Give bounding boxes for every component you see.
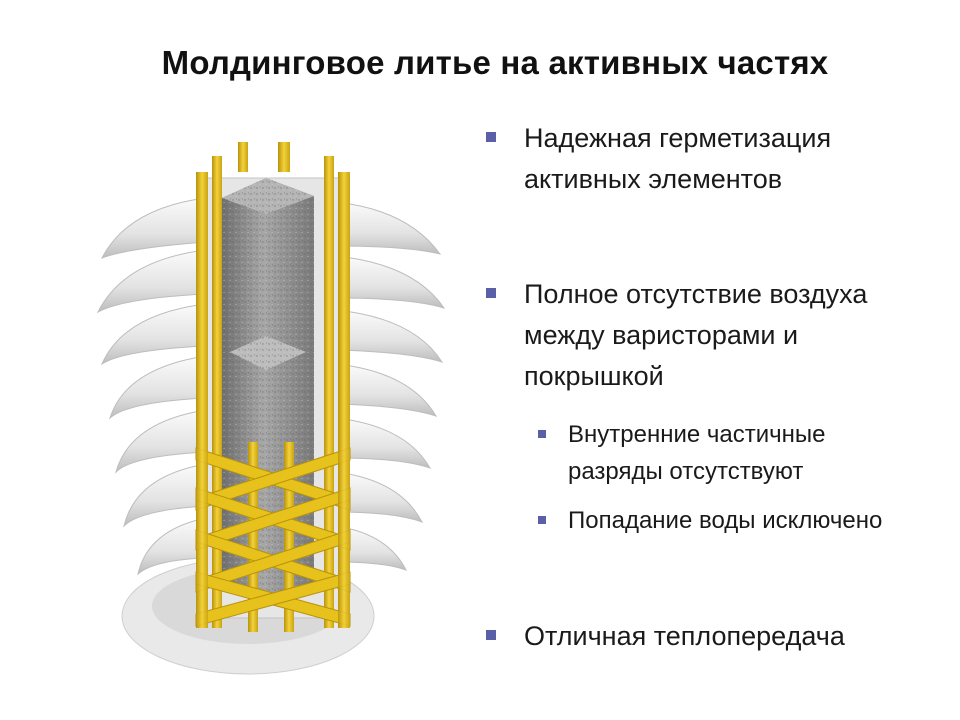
- sub-bullet-text: Внутренние частичные разряды отсутствуют: [568, 421, 826, 485]
- bullet-text: Отличная теплопередача: [524, 621, 845, 651]
- bullet-item-heat-transfer: Отличная теплопередача: [486, 616, 845, 657]
- arrester-cutaway-image: [96, 142, 446, 675]
- sub-bullet-text: Попадание воды исключено: [568, 507, 883, 534]
- bullet-square-icon: [486, 288, 496, 298]
- bullet-text: Полное отсутствие воздуха между варистор…: [524, 279, 868, 391]
- arrester-illustration: [88, 138, 460, 698]
- bullet-square-icon: [486, 630, 496, 640]
- sub-bullet-item-discharges: Внутренние частичные разряды отсутствуют: [538, 416, 825, 490]
- sub-bullet-square-icon: [538, 430, 546, 438]
- slide-title: Молдинговое литье на активных частях: [161, 44, 829, 81]
- sub-bullet-square-icon: [538, 516, 546, 524]
- housing-sheds-left: [96, 197, 207, 576]
- bullet-item-no-air: Полное отсутствие воздуха между варистор…: [486, 274, 867, 397]
- bullet-item-sealing: Надежная герметизация активных элементов: [486, 118, 831, 200]
- housing-sheds-right: [335, 201, 446, 571]
- sub-bullet-item-water: Попадание воды исключено: [538, 502, 882, 539]
- bullet-text: Надежная герметизация активных элементов: [524, 123, 832, 194]
- bullet-square-icon: [486, 132, 496, 142]
